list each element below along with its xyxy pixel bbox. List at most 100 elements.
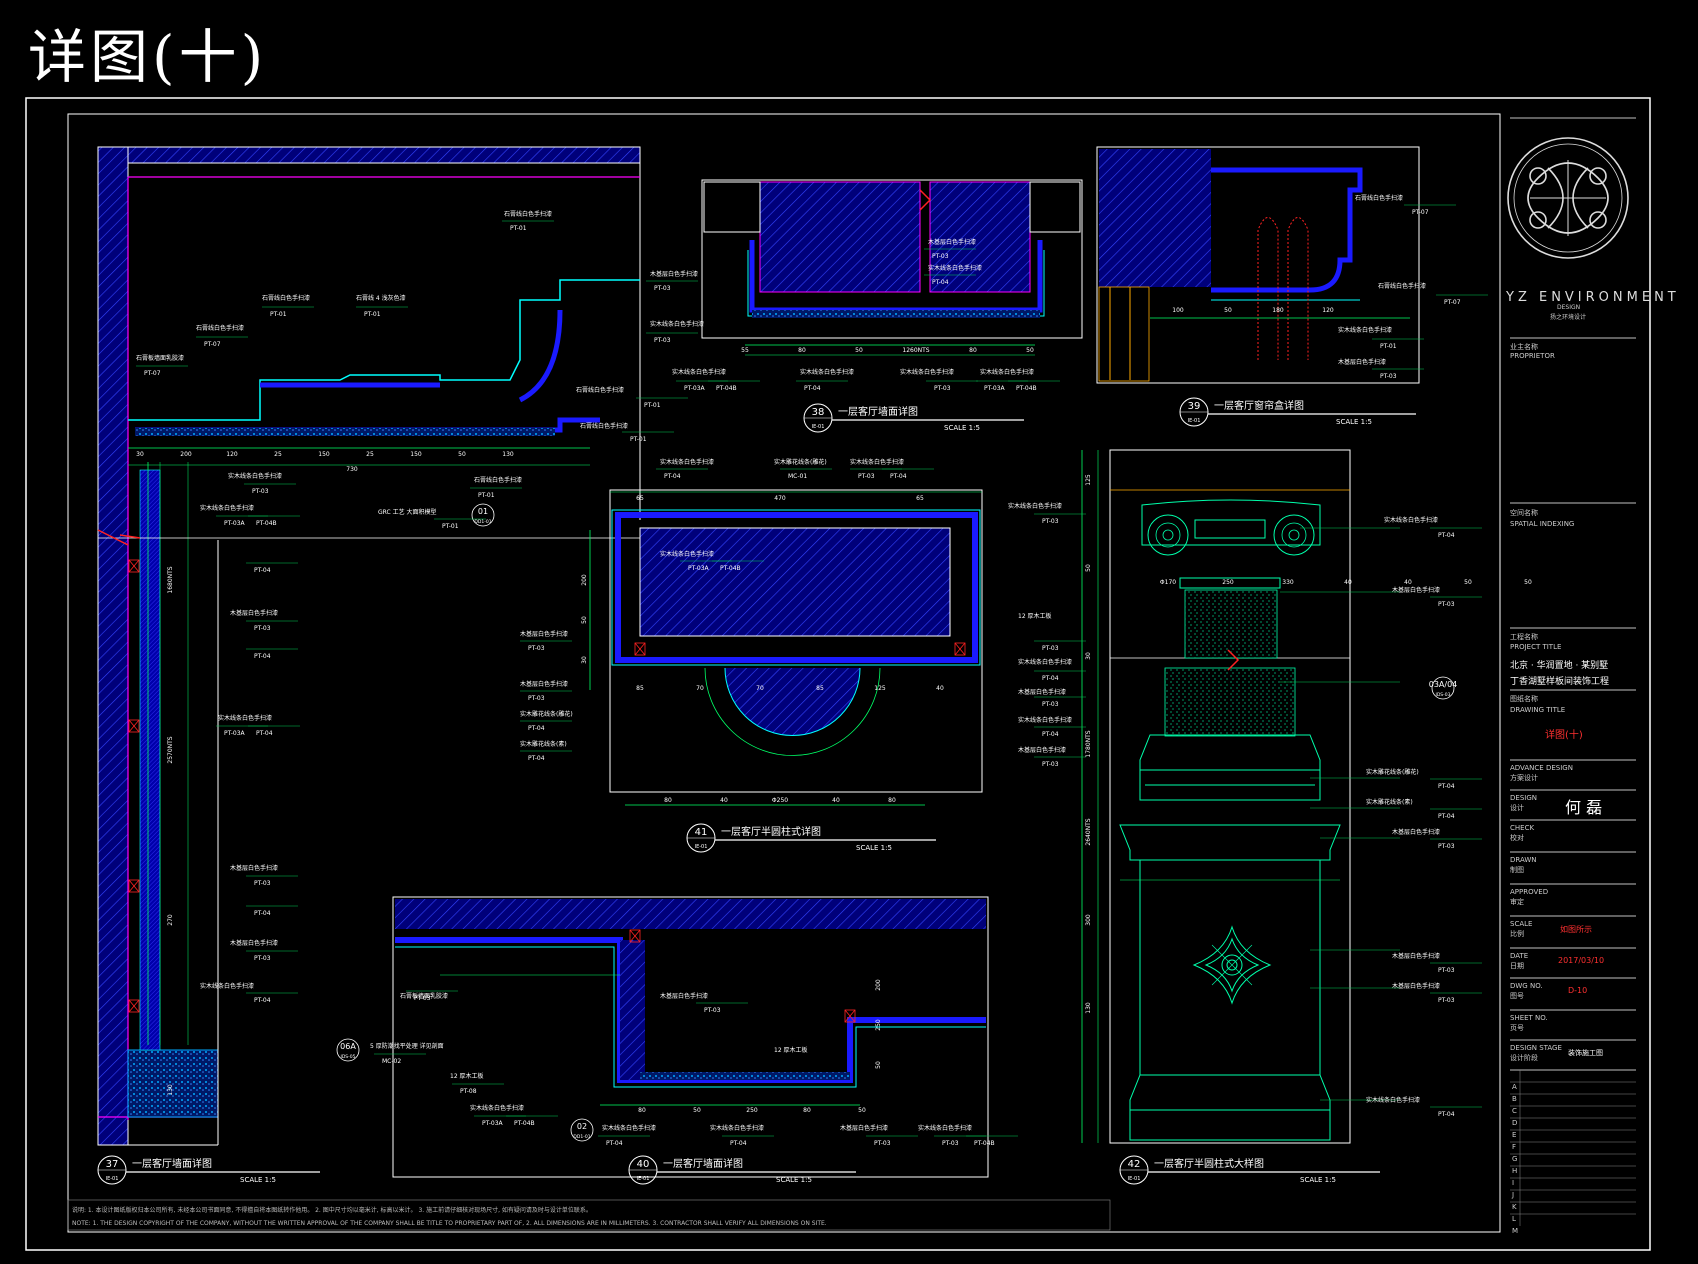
detail-ref: IE-01 — [637, 1176, 650, 1182]
material-note: 石膏板墙面乳胶漆 — [136, 354, 184, 362]
material-note: 实木线条白色手扫漆 — [218, 714, 272, 722]
dim-42-horizontal: 50 — [1524, 579, 1532, 586]
material-note: 5 厚防潮找平处理 详见剖面 — [370, 1042, 444, 1050]
material-tag: PT-03 — [254, 880, 271, 887]
detail-38 — [701, 179, 1083, 356]
material-tag: PT-04 — [606, 1140, 623, 1147]
material-tag: PT-03A — [482, 1120, 504, 1127]
revision-letter: E — [1512, 1131, 1517, 1139]
material-tag: PT-03A — [688, 565, 710, 572]
material-tag: PT-04 — [1438, 1111, 1455, 1118]
material-note: 实木线条白色手扫漆 — [900, 368, 954, 376]
material-tag: PT-01 — [442, 523, 459, 530]
material-note: 实木线条白色手扫漆 — [200, 982, 254, 990]
material-tag: PT-03 — [528, 645, 545, 652]
callout-bubble — [1431, 676, 1455, 700]
material-tag: PT-04B — [1016, 385, 1037, 392]
footnotes: 说明: 1. 本设计图纸版权归本公司所有, 未经本公司书面同意, 不得擅自将本图… — [72, 1204, 1102, 1230]
material-note: 木基层白色手扫漆 — [1018, 746, 1066, 754]
detail-ref: IE-01 — [695, 844, 708, 850]
dim-42-horizontal: 250 — [1222, 579, 1234, 586]
material-tag: PT-04 — [1438, 783, 1455, 790]
company-cn: 扬之环境设计 — [1550, 314, 1587, 321]
material-tag: PT-03 — [858, 473, 875, 480]
consultant-en: SPATIAL INDEXING — [1510, 520, 1575, 528]
detail-number: 39 — [1188, 401, 1201, 412]
detail-39 — [1096, 146, 1420, 384]
material-note: 木基层白色手扫漆 — [520, 630, 568, 638]
project-en: PROJECT TITLE — [1510, 643, 1562, 651]
dim-40-vertical: 250 — [875, 1019, 882, 1031]
material-note: 石膏线白色手扫漆 — [196, 324, 244, 332]
revision-letter: J — [1512, 1191, 1515, 1199]
material-note: 实木雕花线条(雕花) — [1366, 768, 1419, 776]
material-tag: PT-07 — [1412, 209, 1429, 216]
material-tag: PT-04 — [254, 910, 271, 917]
material-tag: PT-03 — [1438, 967, 1455, 974]
material-note: 石膏线白色手扫漆 — [576, 386, 624, 394]
material-tag: PT-04B — [514, 1120, 535, 1127]
material-tag: PT-03 — [874, 1140, 891, 1147]
detail-number: 40 — [637, 1159, 650, 1170]
material-note: 木基层白色手扫漆 — [230, 864, 278, 872]
drawing-label: 图纸名称 — [1510, 695, 1538, 703]
material-tag: PT-04 — [256, 730, 273, 737]
material-tag: PT-04 — [1042, 731, 1059, 738]
material-tag: PT-07 — [204, 341, 221, 348]
revision-letter: H — [1512, 1167, 1518, 1175]
material-tag: PT-04B — [720, 565, 741, 572]
material-tag: PT-04 — [1042, 675, 1059, 682]
dim-41-mid: 85 — [636, 685, 644, 692]
dim-42-vertical: 1780NTS — [1085, 730, 1092, 757]
drawn-cn: 制图 — [1510, 866, 1524, 874]
material-note: 实木线条白色手扫漆 — [1018, 658, 1072, 666]
revision-letter: M — [1512, 1227, 1519, 1235]
material-tag: PT-03A — [224, 520, 246, 527]
revision-letter: I — [1512, 1179, 1515, 1187]
dim-38: 80 — [798, 347, 806, 354]
titleblock-rules — [1510, 117, 1636, 1071]
material-note: 石膏线白色手扫漆 — [580, 422, 628, 430]
footnote-line-2: NOTE: 1. THE DESIGN COPYRIGHT OF THE COM… — [72, 1220, 827, 1227]
drawing-name: 详图(十) — [1545, 730, 1583, 741]
material-note: 实木线条白色手扫漆 — [228, 472, 282, 480]
approved-label: APPROVED — [1510, 888, 1549, 896]
sheet-title: 详图(十) — [28, 23, 268, 91]
material-tag: PT-03 — [1380, 373, 1397, 380]
material-note: 木基层白色手扫漆 — [230, 939, 278, 947]
callout-ref: IDS-05 — [341, 1054, 356, 1060]
dim-38: 1260NTS — [902, 347, 929, 354]
material-tag: PT-04 — [528, 725, 545, 732]
material-note: 木基层白色手扫漆 — [230, 609, 278, 617]
dim-39: 180 — [1272, 307, 1284, 314]
dim-40: 250 — [746, 1107, 758, 1114]
project-name-2: 丁香湖墅样板间装饰工程 — [1510, 677, 1610, 687]
callout-number: 06A — [340, 1042, 356, 1051]
outer-frame — [25, 97, 1651, 1251]
material-note: 实木雕花线条(素) — [520, 740, 567, 748]
material-note: 木基层白色手扫漆 — [650, 270, 698, 278]
design-label: DESIGN — [1510, 794, 1537, 802]
dim-42-horizontal: 40 — [1344, 579, 1352, 586]
check-label: CHECK — [1510, 824, 1535, 832]
company-sub: DESIGN — [1557, 304, 1581, 311]
material-tag: PT-03 — [704, 1007, 721, 1014]
material-tag: PT-04 — [664, 473, 681, 480]
dim-41-bottom: 40 — [832, 797, 840, 804]
material-tag: PT-04 — [1438, 813, 1455, 820]
dim-41-top: 470 — [774, 495, 786, 502]
material-note: 石膏线白色手扫漆 — [1378, 282, 1426, 290]
callout-ref: DD1-01 — [573, 1134, 590, 1140]
dim-38: 80 — [969, 347, 977, 354]
dim-41-vertical: 50 — [581, 616, 588, 624]
revision-letter: B — [1512, 1095, 1517, 1103]
revision-letter: D — [1512, 1119, 1518, 1127]
dim-37-top: 150 — [410, 451, 422, 458]
revision-letter: L — [1512, 1215, 1516, 1223]
material-tag: PT-03 — [1042, 518, 1059, 525]
material-note: 实木线条白色手扫漆 — [1338, 326, 1392, 334]
material-note: 木基层白色手扫漆 — [1392, 982, 1440, 990]
material-tag: MC-01 — [788, 473, 807, 480]
dim-37-vertical: 2570NTS — [167, 736, 174, 763]
dim-41-top: 65 — [636, 495, 644, 502]
